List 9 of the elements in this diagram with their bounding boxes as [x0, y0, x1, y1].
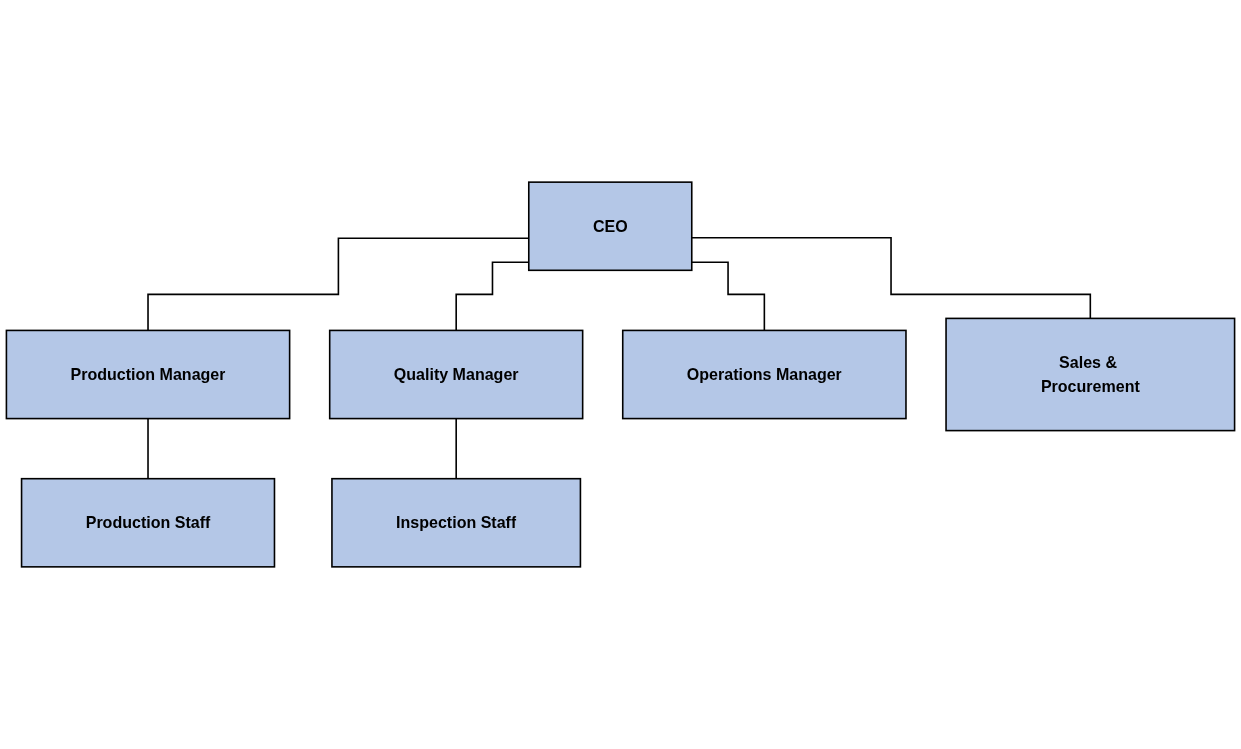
node-box: Production Staff — [20, 477, 276, 568]
node-box: Operations Manager — [621, 329, 907, 420]
node-box: Production Manager — [5, 329, 291, 420]
node-box: CEO — [528, 181, 693, 272]
node-box: Sales & Procurement — [945, 317, 1236, 432]
node-box: Quality Manager — [328, 329, 584, 420]
connector — [455, 417, 457, 480]
connector — [147, 417, 149, 480]
node-box: Inspection Staff — [331, 477, 582, 568]
